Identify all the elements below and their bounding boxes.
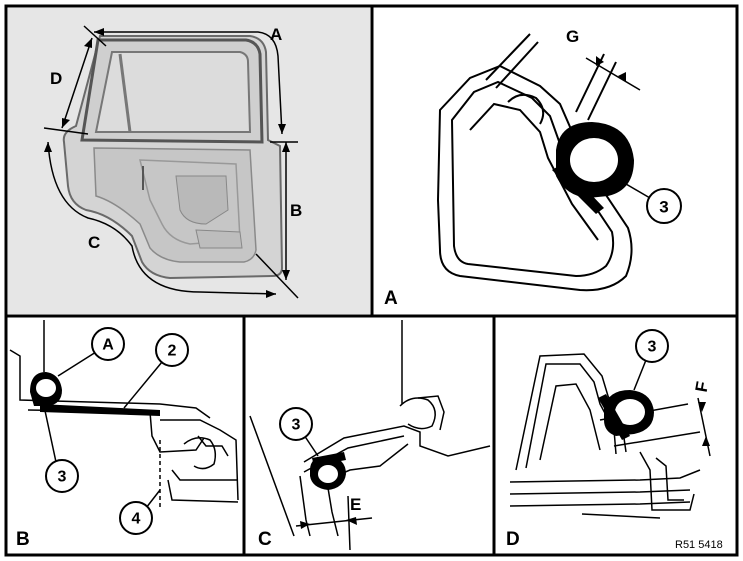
callout-A-circle-B	[91, 327, 125, 361]
section-A-seal: G 3 A	[384, 27, 682, 309]
dimension-B-arrow-start	[282, 142, 290, 152]
dimension-C-arrow-end	[266, 290, 276, 298]
dimension-A-line	[94, 31, 283, 135]
callout-3-circle-B	[45, 459, 79, 493]
panel-label-A: A	[384, 288, 398, 309]
panel-label-D: D	[506, 529, 520, 550]
seal-hollow-C	[318, 465, 338, 483]
callout-3-circle-A	[646, 188, 682, 224]
section-A-profile-rib	[469, 102, 599, 241]
dimension-E-tick	[347, 495, 351, 551]
callout-2-leader	[123, 361, 163, 409]
dimension-G-arrow-2	[618, 72, 626, 82]
callout-3-label-D: 3	[648, 339, 657, 356]
section-D-sill-lower	[509, 501, 691, 507]
callout-3-leader-B	[43, 405, 57, 463]
callout-A-label-B: A	[102, 337, 114, 354]
callout-3-label-A: 3	[659, 198, 668, 217]
dimension-C-tick-end	[255, 253, 299, 299]
door-overview-panel: A B C D	[8, 8, 370, 314]
dimension-D-tick-top	[83, 25, 107, 47]
seal-lip-C	[312, 452, 346, 466]
section-B-clip-lip	[197, 435, 229, 457]
seal-lip-D	[598, 394, 630, 440]
section-D-panel: 3 F D	[506, 329, 713, 550]
dimension-C-arrow-start	[44, 142, 52, 152]
seal-hollow-D	[615, 399, 645, 425]
label-D: D	[50, 69, 62, 88]
dimension-F-arrow-1	[698, 402, 706, 412]
label-A: A	[270, 25, 282, 44]
callout-3-circle-C	[279, 407, 313, 441]
callout-3-label-B: 3	[58, 469, 67, 486]
section-A-panel	[436, 33, 633, 292]
section-D-glass-edge-2	[613, 431, 701, 447]
section-C-clip	[399, 397, 436, 430]
section-B-lower-rail-2	[167, 479, 239, 503]
dimension-D-arrow-start	[84, 38, 92, 48]
callout-2-label: 2	[168, 343, 177, 360]
section-D-profile-rib	[539, 383, 601, 461]
label-E: E	[350, 495, 361, 514]
section-A-glass-edge-2	[587, 61, 617, 121]
section-D-sill-mid	[509, 489, 691, 495]
section-A-flange-1	[485, 33, 531, 81]
section-D-clip-lip	[655, 457, 684, 501]
dimension-D-tick-bottom	[43, 127, 89, 135]
dimension-E-arrow-2	[346, 517, 357, 525]
window-glass	[94, 51, 252, 133]
reference-code: R51 5418	[675, 539, 723, 551]
callout-3-label-C: 3	[292, 417, 301, 434]
callout-3-leader-A	[625, 183, 651, 199]
seal-hollow-B	[36, 379, 56, 397]
dimension-D-line	[61, 37, 93, 129]
callout-4-leader	[145, 489, 161, 509]
section-A-profile-outer	[436, 64, 633, 292]
section-C-edge-line	[249, 415, 295, 537]
section-B-panel-edge	[9, 349, 211, 419]
callout-4-circle	[119, 501, 153, 535]
section-C-panel: 3 E C	[249, 320, 491, 551]
label-F: F	[692, 380, 713, 394]
section-D-bottom-edge	[581, 513, 661, 519]
dimension-G-line	[585, 57, 641, 91]
section-C-clip-lip	[417, 395, 445, 431]
label-C: C	[88, 233, 100, 252]
dimension-C-line	[47, 141, 277, 295]
callout-3-leader-D	[633, 359, 647, 391]
dimension-F-line	[697, 397, 711, 457]
section-B-panel: A 2 3 4 B	[9, 320, 239, 550]
door-mechanism	[175, 175, 229, 225]
section-B-lower-rail	[171, 469, 238, 481]
section-C-inner-edge	[299, 475, 311, 537]
section-D-clip	[639, 451, 695, 511]
seal-lip-A	[552, 164, 604, 214]
label-G: G	[566, 27, 579, 46]
section-B-outer-line	[160, 419, 239, 501]
section-A-flange-2	[495, 41, 539, 89]
dimension-G-arrow-1	[596, 56, 604, 66]
label-B: B	[290, 201, 302, 220]
section-A-clip	[507, 93, 545, 125]
dimension-B-arrow-end	[282, 270, 290, 280]
seal-hollow-A	[570, 138, 618, 182]
dimension-A-arrow-start	[94, 28, 104, 36]
callout-3-circle-D	[635, 329, 669, 363]
dimension-A-arrow-end	[278, 124, 286, 134]
callout-A-leader-B	[57, 351, 97, 377]
door-pocket	[195, 229, 243, 249]
callout-4-label: 4	[132, 511, 141, 528]
seal-strip-B	[40, 404, 160, 416]
callout-2-circle	[155, 333, 189, 367]
section-D-sill-upper	[509, 469, 701, 483]
dimension-D-arrow-end	[62, 118, 70, 128]
panel-label-C: C	[258, 529, 272, 550]
panel-label-B: B	[16, 529, 30, 550]
dimension-F-arrow-2	[702, 436, 710, 446]
section-C-panel-upper	[303, 425, 491, 463]
window-divider	[118, 53, 132, 133]
dimension-E-arrow-1	[300, 521, 310, 529]
section-B-clip	[183, 437, 217, 470]
